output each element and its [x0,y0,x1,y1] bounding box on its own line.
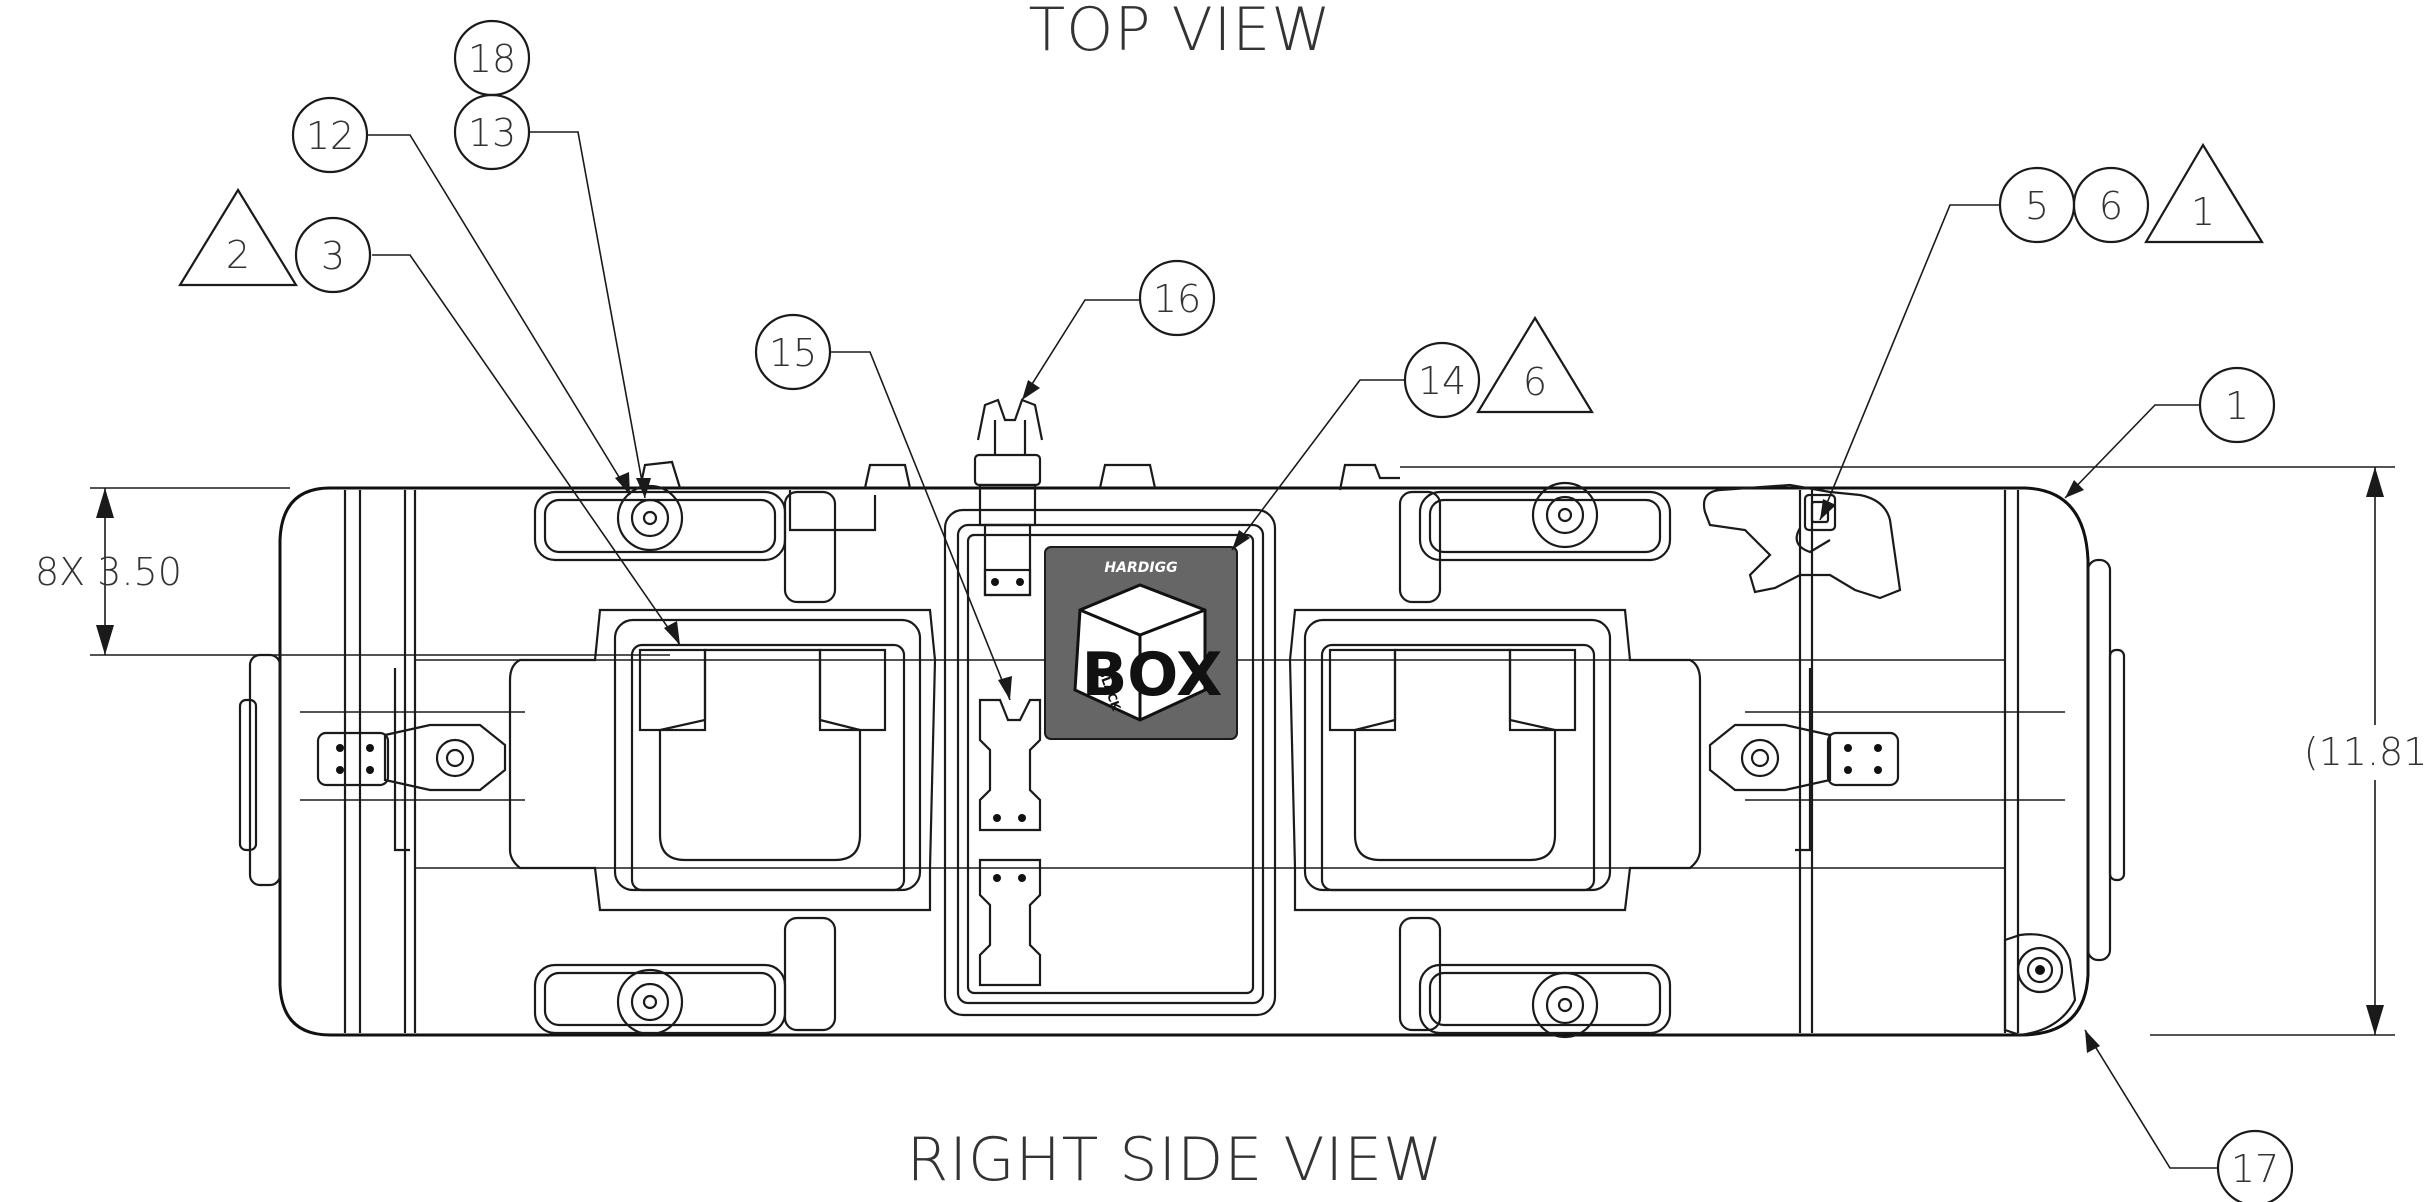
right-latch [1708,668,1900,852]
svg-text:2: 2 [226,233,250,277]
svg-text:13: 13 [468,111,516,155]
svg-text:17: 17 [2231,1147,2279,1191]
hardigg-black-box-logo: HARDIGG BOX BLACK [1044,546,1238,740]
svg-text:1: 1 [2225,384,2249,428]
right-lower-pocket [1398,916,1672,1039]
flag-note-2: 2 [178,187,298,287]
svg-text:BOX: BOX [1082,640,1223,710]
svg-text:18: 18 [468,37,516,81]
left-latch [316,668,507,852]
flag-note-1: 1 [2144,142,2264,244]
top-ridges [638,460,1400,491]
top-view-title: TOP VIEW [1028,0,1331,65]
callout-12: 12 [291,96,369,174]
svg-text:6: 6 [2099,184,2123,228]
svg-text:15: 15 [769,331,817,375]
left-dimension: 8X 3.50 [35,487,670,656]
center-panel [943,508,1277,1017]
svg-text:3: 3 [321,234,345,278]
svg-text:6: 6 [1523,360,1547,404]
left-handle-well [508,608,937,912]
corner-lock-hole [2003,933,2077,1037]
dimension-11-81: (11.81) [2304,730,2426,774]
right-side-view-title: RIGHT SIDE VIEW [907,1125,1444,1195]
callout-17: 17 [2216,1129,2294,1202]
leader-lines [368,131,2218,1169]
callout-18: 18 [453,19,531,97]
dimension-8x-3-50: 8X 3.50 [35,550,182,594]
right-handle-well [1288,608,1702,912]
svg-text:5: 5 [2025,184,2049,228]
svg-text:1: 1 [2191,190,2215,234]
svg-text:14: 14 [1418,359,1466,403]
flag-notes: 2 6 1 [178,142,2264,414]
flag-note-6: 6 [1476,315,1594,414]
callout-13: 13 [453,93,531,171]
callout-15: 15 [754,313,832,391]
callout-1: 1 [2198,366,2276,444]
right-dimension: (11.81) [1400,466,2426,1036]
case-body [238,486,2126,1037]
svg-text:12: 12 [306,114,354,158]
left-lower-pocket [533,916,837,1036]
svg-text:HARDIGG: HARDIGG [1104,560,1177,576]
right-upper-pocket [1398,481,1672,604]
callout-5: 5 [1998,166,2076,244]
left-upper-pocket [533,484,877,604]
callout-14: 14 [1403,341,1481,419]
pressure-valve [1702,483,1902,600]
callouts: 18 13 12 3 15 16 14 5 [291,19,2294,1202]
buckle-strap [973,398,1044,987]
callout-6: 6 [2072,166,2150,244]
callout-3: 3 [294,216,372,294]
callout-16: 16 [1138,259,1216,337]
svg-text:16: 16 [1153,277,1201,321]
